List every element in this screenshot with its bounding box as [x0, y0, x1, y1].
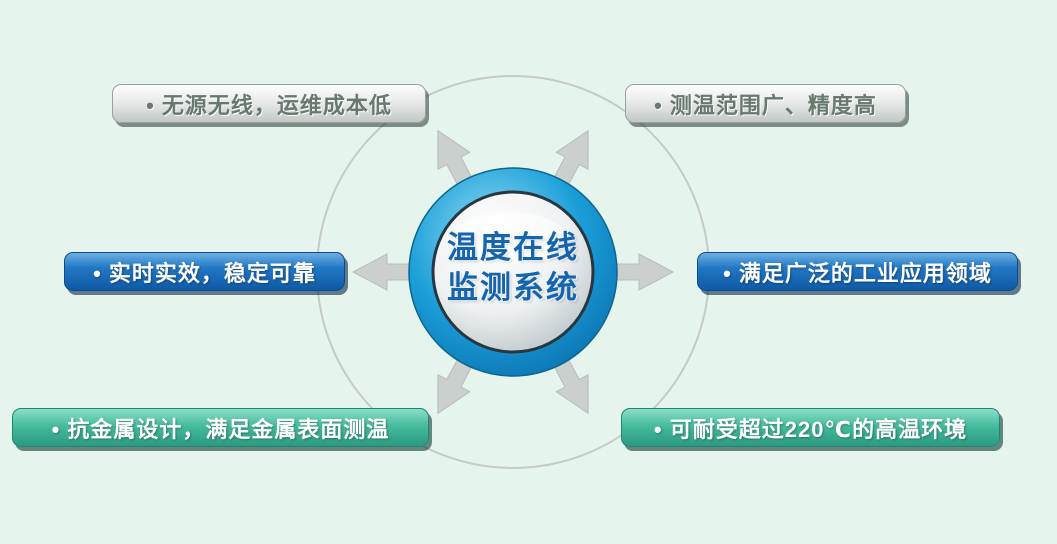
feature-box-label: • 可耐受超过220℃的高温环境 — [653, 416, 968, 442]
feature-box-label: • 测温范围广、精度高 — [654, 92, 877, 118]
feature-box-bottom-right: • 可耐受超过220℃的高温环境 — [621, 408, 1000, 447]
feature-box-label: • 无源无线，运维成本低 — [146, 92, 392, 118]
feature-box-mid-right: • 满足广泛的工业应用领域 — [697, 252, 1018, 291]
feature-box-label: • 抗金属设计，满足金属表面测温 — [51, 416, 390, 442]
feature-box-bottom-left: • 抗金属设计，满足金属表面测温 — [12, 408, 429, 447]
feature-box-label: • 实时实效，稳定可靠 — [93, 260, 316, 286]
feature-box-top-right: • 测温范围广、精度高 — [625, 84, 906, 123]
feature-box-mid-left: • 实时实效，稳定可靠 — [64, 252, 345, 291]
center-title: 温度在线 监测系统 — [403, 228, 623, 308]
center-title-line2: 监测系统 — [447, 270, 579, 305]
center-title-line1: 温度在线 — [447, 230, 579, 265]
sphere-gloss-highlight — [454, 212, 566, 264]
feature-box-label: • 满足广泛的工业应用领域 — [723, 260, 992, 286]
feature-box-top-left: • 无源无线，运维成本低 — [112, 84, 426, 123]
